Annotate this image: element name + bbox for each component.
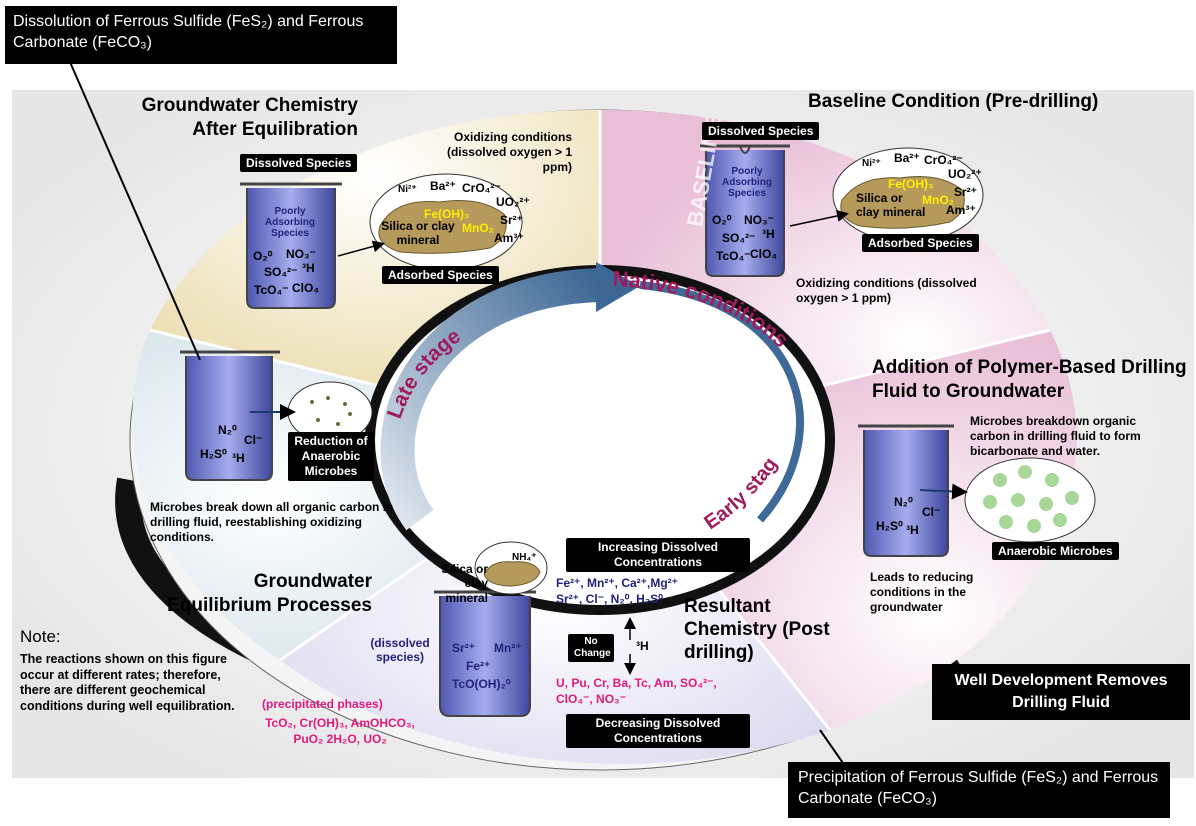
- polymer-microbes-tag: Anaerobic Microbes: [992, 542, 1119, 560]
- baseline-sorbed-1: Ni²⁺: [862, 158, 881, 169]
- baseline-species-2: NO₃⁻: [744, 213, 774, 227]
- after-sorbed-2: Ba²⁺: [430, 179, 456, 193]
- equilibrium-species-4: TcO(OH)₂⁰: [452, 677, 511, 691]
- baseline-feoh: Fe(OH)₃: [888, 177, 934, 191]
- polymer-leads: Leads to reducing conditions in the grou…: [870, 570, 974, 614]
- after-arrow: [337, 240, 385, 257]
- baseline-mineral: Silica or clay mineral: [856, 191, 926, 219]
- equilibrium-nh4: NH₄⁺: [512, 552, 537, 563]
- after-beaker-title: Poorly Adsorbing Species: [265, 206, 315, 239]
- baseline-sorbed-3: CrO₄²⁻: [924, 153, 963, 167]
- after-sorbed-4: UO₂²⁺: [496, 195, 530, 209]
- callout-precipitation: Precipitation of Ferrous Sulfide (FeS₂) …: [788, 762, 1170, 818]
- note-heading: Note:: [20, 627, 61, 646]
- after-species-3: SO₄²⁻: [264, 265, 298, 279]
- polymer-arrow: [919, 483, 968, 500]
- after-species-1: O₂⁰: [253, 249, 273, 263]
- baseline-dissolved-tag: Dissolved Species: [702, 122, 820, 140]
- baseline-species-1: O₂⁰: [712, 213, 732, 227]
- baseline-condition: Oxidizing conditions (dissolved oxygen >…: [796, 276, 977, 305]
- baseline-sorbed-6: Am³⁺: [946, 203, 976, 217]
- cycle-arrow-head: [596, 262, 640, 312]
- baseline-title: Baseline Condition (Pre-drilling): [808, 91, 1099, 112]
- callout-dissolution-text: Dissolution of Ferrous Sulfide (FeS₂) an…: [13, 13, 364, 51]
- baseline-species-3: SO₄²⁻: [722, 231, 756, 245]
- after-beaker: [240, 182, 342, 309]
- equilibrium-precip-values: TcO₂, Cr(OH)₃, AmOHCO₃, PuO₂ 2H₂O, UO₂: [265, 716, 415, 746]
- reduction-species-3: H₂S⁰: [200, 447, 227, 461]
- after-mineral: Silica or clay mineral: [381, 219, 455, 247]
- polymer-species-2: Cl⁻: [922, 505, 941, 519]
- baseline-sorbed-2: Ba²⁺: [894, 151, 920, 165]
- baseline-beaker: [700, 144, 790, 277]
- polymer-species-3: H₂S⁰: [876, 519, 903, 533]
- decreasing-species: U, Pu, Cr, Ba, Tc, Am, SO₄²⁻, ClO₄⁻, NO₃…: [556, 676, 717, 706]
- equilibrium-species-3: Fe²⁺: [466, 659, 491, 673]
- baseline-mineral-rock: [840, 176, 965, 229]
- after-mno: MnO₂: [462, 221, 494, 235]
- equilibrium-title: Groundwater Equilibrium Processes: [167, 571, 372, 616]
- baseline-beaker-title: Poorly Adsorbing Species: [722, 166, 772, 199]
- callout-precipitation-text: Precipitation of Ferrous Sulfide (FeS₂) …: [798, 769, 1159, 807]
- reduction-beaker: [180, 350, 280, 481]
- polymer-beaker: [858, 424, 954, 557]
- callout-top-leader: [69, 61, 201, 361]
- after-sorbed-5: Sr²⁺: [500, 213, 524, 227]
- tritium-label: ³H: [636, 639, 649, 653]
- reduction-desc: Microbes break down all organic carbon i…: [150, 500, 394, 544]
- increasing-tag: Increasing Dissolved Concentrations: [566, 538, 750, 572]
- after-sorbed-1: Ni²⁺: [398, 184, 417, 195]
- callout-well-development-text: Well Development Removes Drilling Fluid: [954, 672, 1168, 711]
- cycle-arrow-left: [380, 268, 601, 531]
- equilibrium-dissolved-label: (dissolved species): [370, 636, 430, 665]
- equilibrium-beaker: [434, 590, 536, 717]
- reduction-species-4: ³H: [232, 451, 245, 465]
- cycle-arrow-right: [639, 281, 804, 523]
- reduction-microbe-dots: [310, 396, 352, 426]
- after-equilibration-title: Groundwater Chemistry After Equilibratio…: [141, 95, 358, 140]
- note-body: The reactions shown on this figure occur…: [20, 652, 235, 713]
- equilibrium-species-2: Mn²⁺: [494, 641, 522, 655]
- equilibrium-mineral-rock: [483, 561, 541, 587]
- reduction-species-2: Cl⁻: [244, 433, 263, 447]
- polymer-title: Addition of Polymer-Based Drilling Fluid…: [872, 357, 1187, 402]
- callout-well-development: Well Development Removes Drilling Fluid: [932, 664, 1190, 720]
- polymer-desc: Microbes breakdown organic carbon in dri…: [970, 414, 1141, 458]
- baseline-mno: MnO₂: [922, 193, 954, 207]
- after-sorbed-3: CrO₄²⁻: [462, 181, 501, 195]
- polymer-species-4: ³H: [906, 523, 919, 537]
- reduction-species-1: N₂⁰: [218, 423, 237, 437]
- equilibrium-species-1: Sr²⁺: [452, 641, 476, 655]
- decreasing-tag: Decreasing Dissolved Concentrations: [566, 714, 750, 748]
- baseline-sorbed-5: Sr²⁺: [954, 185, 978, 199]
- after-mineral-rock: [378, 200, 507, 254]
- after-adsorbed-tag: Adsorbed Species: [382, 266, 499, 284]
- callout-dissolution: Dissolution of Ferrous Sulfide (FeS₂) an…: [5, 6, 397, 64]
- equilibrium-mineral: Silica or clay mineral: [441, 562, 488, 605]
- increasing-species: Fe²⁺, Mn²⁺, Ca²⁺,Mg²⁺ Sr²⁺, Cl⁻, N₂⁰, H₂…: [556, 576, 678, 606]
- no-change-tag: No Change: [568, 634, 614, 662]
- baseline-species-5: TcO₄⁻: [716, 249, 751, 263]
- polymer-species-1: N₂⁰: [894, 495, 913, 509]
- baseline-adsorbed-tag: Adsorbed Species: [862, 234, 979, 252]
- resultant-title: Resultant Chemistry (Post drilling): [684, 596, 830, 663]
- reduction-tag: Reduction of Anaerobic Microbes: [288, 432, 374, 481]
- after-species-6: ClO₄: [292, 281, 320, 295]
- after-species-5: TcO₄⁻: [254, 283, 289, 297]
- polymer-microbe-dots: [983, 465, 1079, 533]
- after-feoh: Fe(OH)₃: [424, 207, 470, 221]
- after-sorbed-6: Am³⁺: [494, 231, 524, 245]
- after-dissolved-tag: Dissolved Species: [240, 154, 358, 172]
- after-condition: Oxidizing conditions (dissolved oxygen >…: [446, 130, 572, 174]
- baseline-species-4: ³H: [762, 227, 775, 241]
- after-species-4: ³H: [302, 261, 315, 275]
- baseline-sorbed-4: UO₂²⁺: [948, 167, 982, 181]
- equilibrium-precip-label: (precipitated phases): [262, 697, 383, 711]
- after-species-2: NO₃⁻: [286, 247, 316, 261]
- baseline-arrow: [789, 210, 849, 227]
- baseline-species-6: ClO₄: [750, 247, 778, 261]
